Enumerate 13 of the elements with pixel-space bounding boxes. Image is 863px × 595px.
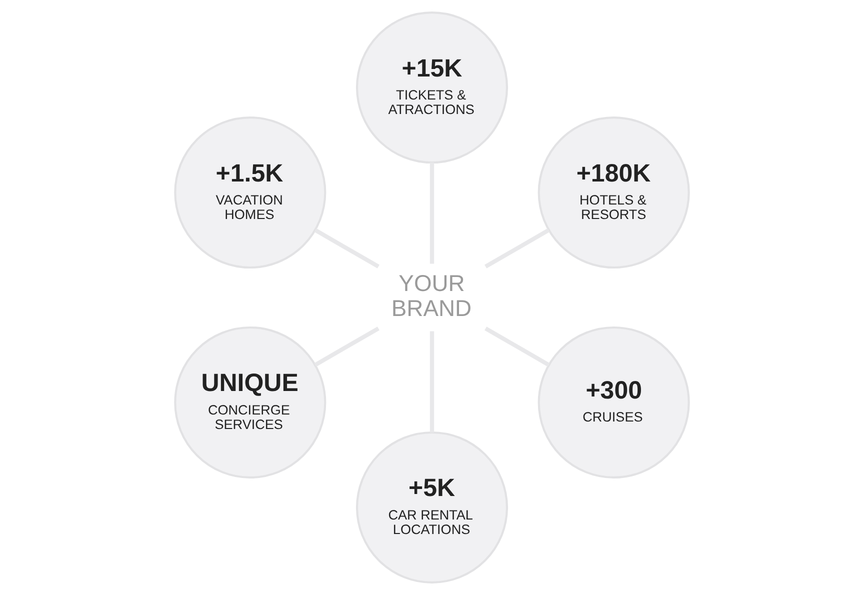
node-circle: +1.5K VACATION HOMES [174,116,326,269]
node-circle: +15K TICKETS & ATRACTIONS [355,12,508,164]
node-circle: UNIQUE CONCIERGE SERVICES [174,326,326,479]
connector [429,162,434,264]
node-circle: +180K HOTELS & RESORTS [537,116,690,269]
node-circle: +5K CAR RENTAL LOCATIONS [355,431,508,584]
node-circle: +300 CRUISES [537,326,690,479]
connector [484,326,550,367]
connector [484,228,550,268]
node-text: YOUR BRAND [390,270,472,321]
connector [429,331,434,432]
connector [314,228,379,268]
connector [314,326,379,367]
